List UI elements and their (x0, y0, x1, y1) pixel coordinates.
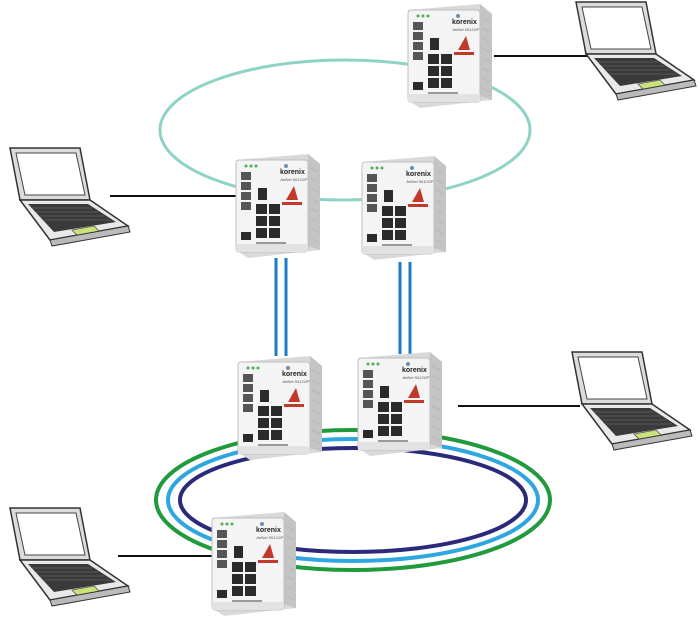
switch-model: JetNet 5612GP (255, 535, 284, 540)
switch-icon (361, 155, 447, 261)
lower-ring-middle (166, 437, 540, 563)
switch-model: JetNet 5612GP (279, 177, 308, 182)
uplink-right (398, 262, 412, 354)
switch-labels: korenix korenix korenix korenix korenix … (256, 19, 477, 534)
laptop-icon (571, 351, 693, 451)
switch-brand: korenix (280, 169, 305, 176)
switch-model: JetNet 5612GP (405, 179, 434, 184)
switch-brand: korenix (406, 171, 431, 178)
lower-ring-outer (154, 428, 552, 572)
switch-model: JetNet 5612GP (401, 375, 430, 380)
switch-brand: korenix (282, 371, 307, 378)
pc-links (110, 55, 600, 557)
switch-icon (407, 3, 493, 109)
switch-brand: korenix (452, 19, 477, 26)
switch-icon (235, 153, 321, 259)
upper-ring (158, 58, 532, 202)
switch-model: JetNet 5612GP (451, 27, 480, 32)
uplink-left (274, 258, 288, 356)
laptop-icon (575, 1, 697, 101)
lower-ring-inner (178, 446, 528, 554)
switch-models: JetNet 5612GP JetNet 5612GP JetNet 5612G… (255, 27, 480, 540)
switch-model: JetNet 5612GP (281, 379, 310, 384)
switch-brand: korenix (402, 367, 427, 374)
switch-brand: korenix (256, 527, 281, 534)
laptop-icon (9, 507, 131, 607)
switch-icon (237, 355, 323, 461)
switch-icon (357, 351, 443, 457)
switch-icon (211, 511, 297, 617)
